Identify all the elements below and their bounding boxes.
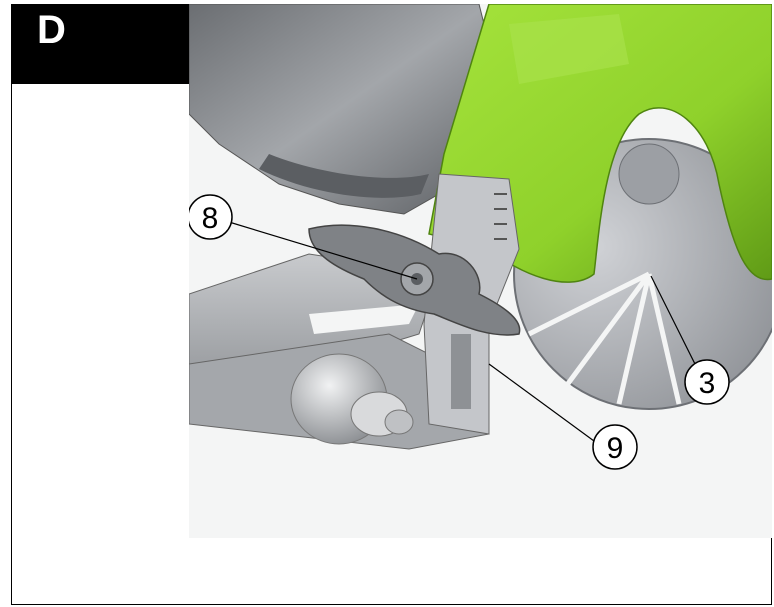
leader-line-8 <box>228 221 418 280</box>
blade-flange <box>618 143 680 205</box>
guard-rib <box>509 14 629 84</box>
base-slot <box>309 304 419 334</box>
blade-guard <box>428 3 773 283</box>
bracket-slot <box>451 334 471 409</box>
callout-3-number: 3 <box>699 367 716 400</box>
figure-label: D <box>37 8 66 52</box>
illustration-area: 8 9 3 <box>187 3 774 538</box>
motor-handle-shadow <box>259 154 429 198</box>
callout-8-number: 8 <box>202 202 219 235</box>
wheel-axle <box>384 409 414 435</box>
callout-9-circle <box>592 424 638 470</box>
callout-3-circle <box>684 359 730 405</box>
leader-line-9 <box>488 363 595 442</box>
callout-9-number: 9 <box>607 432 624 465</box>
figure-label-box: D <box>11 4 189 84</box>
depth-scale-ticks <box>494 193 507 240</box>
blade-segments <box>527 271 682 405</box>
saw-illustration: 8 9 3 <box>187 3 774 470</box>
